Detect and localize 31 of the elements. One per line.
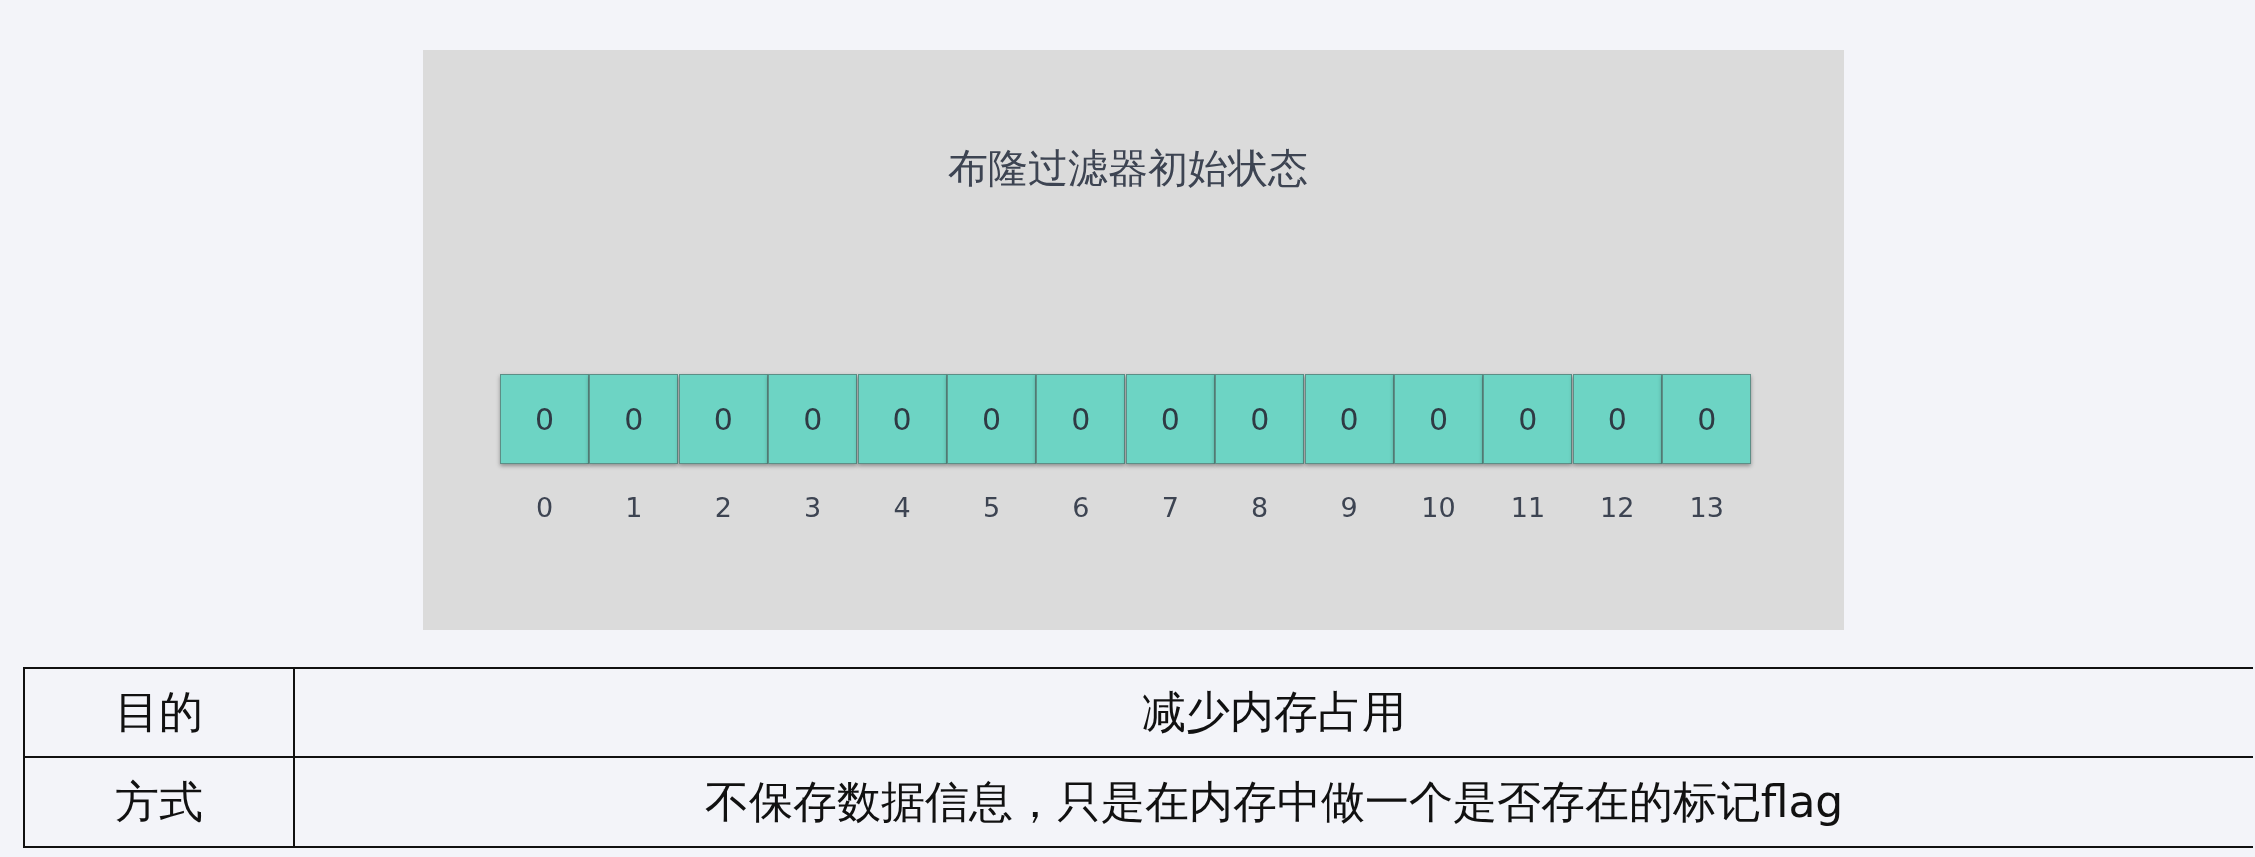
bit-cell: 0 (857, 374, 947, 464)
bit-cell: 0 (500, 374, 589, 464)
bit-cell: 0 (1036, 374, 1126, 464)
index-number: 7 (1160, 491, 1180, 525)
bit-cell: 0 (1215, 374, 1305, 464)
index-number: 8 (1250, 491, 1270, 525)
index-number: 0 (534, 491, 555, 525)
bit-cell: 0 (947, 374, 1036, 464)
bit-cell: 0 (768, 374, 858, 464)
index-number: 13 (1688, 491, 1725, 525)
index-number: 12 (1599, 491, 1636, 525)
bit-cell: 0 (1483, 374, 1573, 464)
index-number: 9 (1339, 491, 1359, 525)
index-number: 10 (1420, 491, 1457, 525)
table-cell: 方式 (23, 756, 295, 848)
index-number: 4 (892, 491, 912, 525)
bit-cell: 0 (1125, 374, 1215, 464)
bit-cell: 0 (589, 374, 679, 464)
index-number: 3 (803, 491, 823, 525)
index-number: 11 (1509, 491, 1547, 525)
bit-cell: 0 (678, 374, 768, 464)
index-number: 5 (981, 491, 1002, 525)
index-number: 2 (713, 491, 733, 525)
index-number: 1 (624, 491, 644, 525)
table-cell: 目的 (23, 667, 295, 758)
bit-cell: 0 (1304, 374, 1394, 464)
index-number: 6 (1071, 491, 1091, 525)
bit-cell: 0 (1572, 374, 1662, 464)
title: 布隆过滤器初始状态 (946, 144, 1309, 193)
bit-cell: 0 (1394, 374, 1483, 464)
bit-cell: 0 (1662, 374, 1752, 464)
